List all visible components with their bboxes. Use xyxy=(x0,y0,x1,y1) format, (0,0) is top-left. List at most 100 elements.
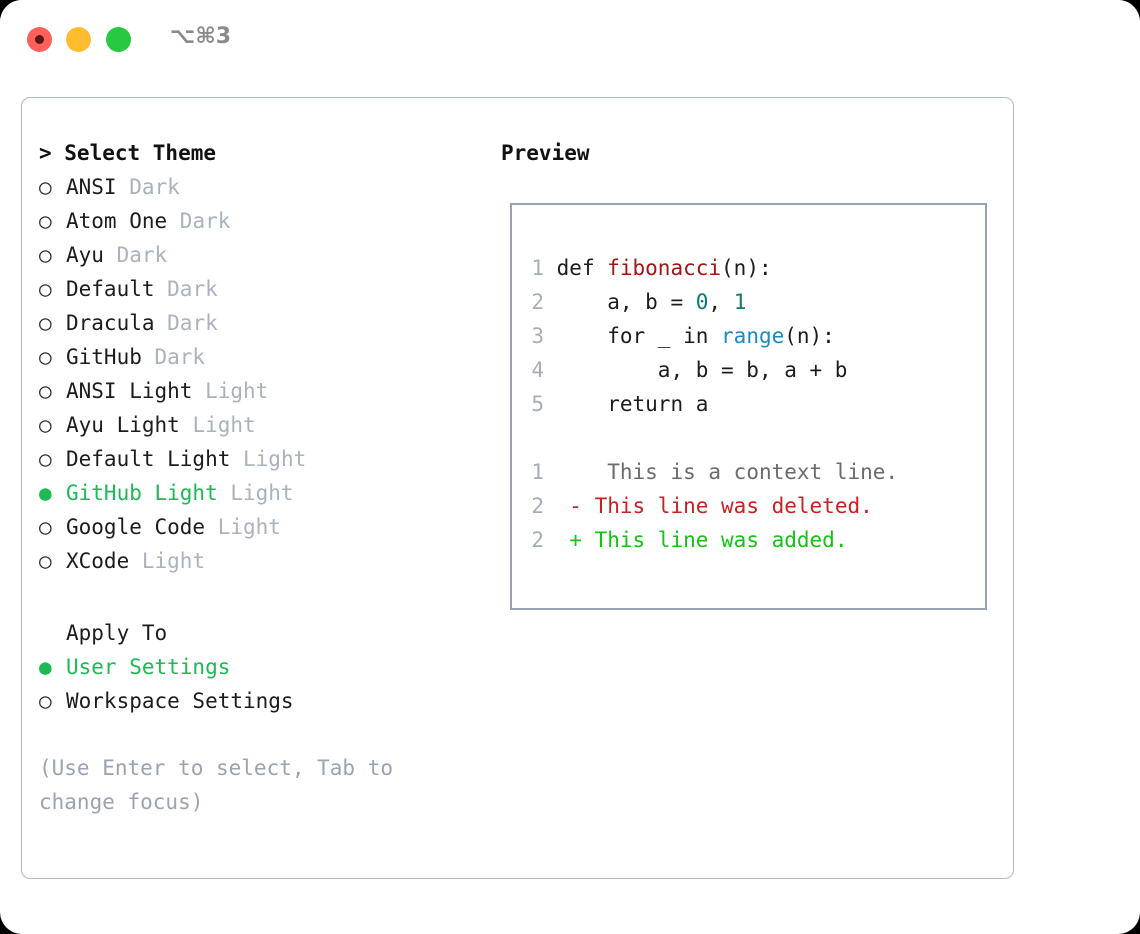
preview-title: Preview xyxy=(501,141,590,165)
theme-variant-label: Light xyxy=(192,379,269,403)
radio-selected-icon[interactable]: ● xyxy=(39,655,52,679)
theme-variant-label: Light xyxy=(217,481,294,505)
line-number: 5 xyxy=(531,392,544,416)
line-number: 2 xyxy=(531,494,544,518)
theme-variant-label: Dark xyxy=(103,243,168,267)
theme-variant-label: Dark xyxy=(154,311,218,335)
theme-list-item[interactable]: ○ Ayu Light Light xyxy=(39,408,499,442)
theme-name-label: Google Code xyxy=(66,515,206,539)
window-minimize-button[interactable] xyxy=(66,27,91,52)
radio-unselected-icon[interactable]: ○ xyxy=(39,311,52,335)
theme-list-item[interactable]: ○ ANSI Dark xyxy=(39,170,499,204)
theme-variant-label: Dark xyxy=(154,277,218,301)
code-line: 3 for _ in range(n): xyxy=(520,319,898,353)
theme-list-item[interactable]: ○ Atom One Dark xyxy=(39,204,499,238)
theme-name-label: XCode xyxy=(66,549,130,573)
radio-unselected-icon[interactable]: ○ xyxy=(39,277,52,301)
diff-line: 1 This is a context line. xyxy=(520,455,898,489)
theme-name-label: Atom One xyxy=(66,209,168,233)
theme-name-label: Dracula xyxy=(66,311,155,335)
title-bar: ⌥⌘3 xyxy=(0,0,1140,78)
code-token: return a xyxy=(556,392,709,416)
theme-list-item[interactable]: ○ANSI Light Light xyxy=(39,374,499,408)
code-token: for _ in xyxy=(556,324,722,348)
line-number: 2 xyxy=(531,528,544,552)
radio-unselected-icon[interactable]: ○ xyxy=(39,689,52,713)
theme-picker-column: > Select Theme ○ANSI Dark○Atom One Dark○… xyxy=(39,136,499,819)
line-number: 2 xyxy=(531,290,544,314)
theme-name-label: Default Light xyxy=(66,447,231,471)
theme-name-label: Default xyxy=(66,277,155,301)
window-maximize-button[interactable] xyxy=(106,27,131,52)
theme-picker-header: > Select Theme xyxy=(39,141,217,165)
theme-list-item[interactable]: ○ Default Dark xyxy=(39,272,499,306)
code-token: fibonacci xyxy=(607,256,722,280)
theme-list-item[interactable]: ○ Dracula Dark xyxy=(39,306,499,340)
code-token: (n): xyxy=(784,324,835,348)
diff-sign: - xyxy=(569,494,582,518)
code-token: , xyxy=(708,290,734,314)
code-token: def xyxy=(556,256,608,280)
theme-name-label: ANSI xyxy=(66,175,117,199)
theme-list-item[interactable]: ○ XCode Light xyxy=(39,544,499,578)
radio-unselected-icon[interactable]: ○ xyxy=(39,345,52,369)
theme-name-label: GitHub xyxy=(66,345,142,369)
theme-list-item[interactable]: ○ Ayu Dark xyxy=(39,238,499,272)
line-number: 1 xyxy=(531,460,544,484)
diff-sign xyxy=(569,460,582,484)
radio-unselected-icon[interactable]: ○ xyxy=(39,379,52,403)
theme-variant-label: Light xyxy=(179,413,256,437)
apply-to-header: ○Apply To xyxy=(39,616,499,650)
code-token: (n): xyxy=(721,256,772,280)
apply-to-item[interactable]: ○Workspace Settings xyxy=(39,684,499,718)
theme-variant-label: Light xyxy=(230,447,307,471)
line-number: 4 xyxy=(531,358,544,382)
theme-list-item[interactable]: ○ Default Light Light xyxy=(39,442,499,476)
theme-variant-label: Dark xyxy=(116,175,180,199)
code-token: 1 xyxy=(733,290,747,314)
radio-selected-icon[interactable]: ● xyxy=(39,481,52,505)
theme-variant-label: Dark xyxy=(141,345,206,369)
radio-unselected-icon[interactable]: ○ xyxy=(39,413,52,437)
theme-list-item[interactable]: ● GitHub Light Light xyxy=(39,476,499,510)
content-panel: > Select Theme ○ANSI Dark○Atom One Dark○… xyxy=(21,97,1014,879)
diff-text: This line was deleted. xyxy=(581,494,873,518)
theme-name-label: Ayu xyxy=(66,243,104,267)
keyboard-hint-text: (Use Enter to select, Tab to change focu… xyxy=(39,756,394,814)
code-token: a, b = b, a + b xyxy=(556,358,848,382)
apply-to-list[interactable]: ● User Settings ○Workspace Settings xyxy=(39,650,499,718)
theme-variant-label: Light xyxy=(129,549,206,573)
window-close-button[interactable] xyxy=(27,27,52,52)
theme-list[interactable]: ○ ANSI Dark ○ Atom One Dark ○ Ayu Dark ○ Defaul… xyxy=(39,170,499,578)
line-number: 1 xyxy=(531,256,544,280)
radio-unselected-icon[interactable]: ○ xyxy=(39,447,52,471)
radio-unselected-icon[interactable]: ○ xyxy=(39,209,52,233)
theme-variant-label: Dark xyxy=(167,209,231,233)
apply-to-header-marker-spacer: ○ xyxy=(39,616,66,650)
keyboard-shortcut-label: ⌥⌘3 xyxy=(170,24,232,49)
radio-unselected-icon[interactable]: ○ xyxy=(39,515,52,539)
theme-list-item[interactable]: ○ GitHub Dark xyxy=(39,340,499,374)
diff-line: 2 + This line was added. xyxy=(520,523,898,557)
apply-to-header-label: Apply To xyxy=(66,621,168,645)
theme-variant-label: Light xyxy=(205,515,281,539)
code-token: 0 xyxy=(695,290,709,314)
diff-sign: + xyxy=(569,528,582,552)
code-blank-line xyxy=(520,421,898,455)
line-number: 3 xyxy=(531,324,544,348)
code-line: 4 a, b = b, a + b xyxy=(520,353,898,387)
apply-to-label: User Settings xyxy=(66,655,231,679)
code-line: 2 a, b = 0, 1 xyxy=(520,285,898,319)
apply-to-item[interactable]: ● User Settings xyxy=(39,650,499,684)
diff-line: 2 - This line was deleted. xyxy=(520,489,898,523)
code-line: 5 return a xyxy=(520,387,898,421)
radio-unselected-icon[interactable]: ○ xyxy=(39,175,52,199)
theme-name-label: GitHub Light xyxy=(66,481,218,505)
theme-list-item[interactable]: ○ Google Code Light xyxy=(39,510,499,544)
radio-unselected-icon[interactable]: ○ xyxy=(39,549,52,573)
diff-text: This is a context line. xyxy=(581,460,899,484)
theme-name-label: Ayu Light xyxy=(66,413,180,437)
radio-unselected-icon[interactable]: ○ xyxy=(39,243,52,267)
